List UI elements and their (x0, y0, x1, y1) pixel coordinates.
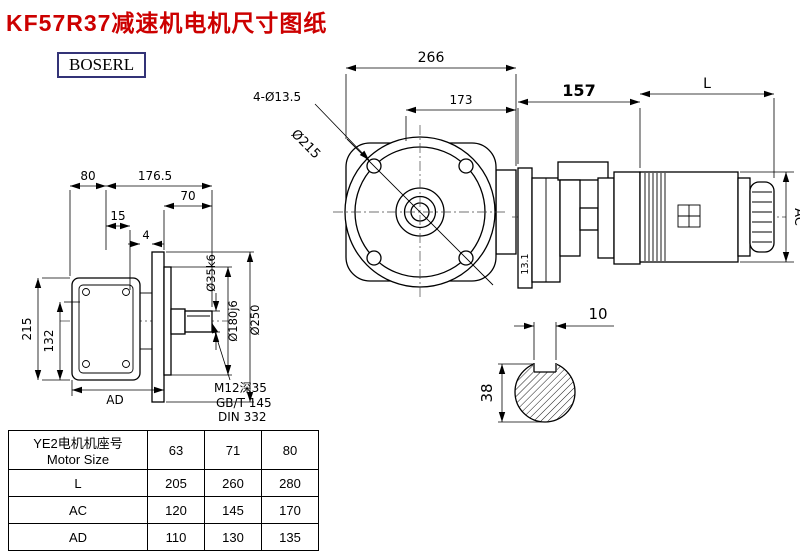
output-shaft (184, 310, 213, 333)
table-cell: 145 (204, 496, 262, 524)
row-label: L (8, 469, 148, 497)
dim-70-label: 70 (180, 189, 195, 203)
gear-housing-inner (78, 284, 134, 374)
motor-end-bell (737, 177, 751, 257)
table-cell: 170 (261, 496, 319, 524)
motor-flange (613, 171, 641, 265)
dim-shaft-dia-label: Ø35k6 (204, 254, 218, 292)
dim-157-label: 157 (562, 81, 595, 100)
dim-AD-label: AD (106, 393, 123, 407)
bolt-hole (366, 250, 382, 266)
table-row-AD: AD 110 130 135 (8, 523, 319, 551)
page-title: KF57R37减速机电机尺寸图纸 (6, 10, 328, 36)
dim-bolt-circle-label: Ø215 (288, 127, 323, 162)
std-note-2: DIN 332 (218, 410, 266, 424)
dim-L-label: L (703, 76, 711, 92)
boserl-logo: BOSERL (57, 52, 147, 78)
dim-L: L (640, 76, 775, 178)
dim-215v-label: 215 (20, 318, 34, 341)
dim-flange-dia-label: Ø250 (248, 304, 262, 335)
dim-266-label: 266 (418, 50, 445, 66)
size-63-cell: 63 (147, 430, 205, 470)
table-cell: 120 (147, 496, 205, 524)
dim-176-5-label: 176.5 (138, 169, 172, 183)
table-row-L: L 205 260 280 (8, 469, 319, 497)
output-flange (151, 251, 165, 403)
dim-132-label: 132 (42, 330, 56, 353)
dim-pilot-dia-label: Ø180j6 (226, 300, 240, 342)
dim-13-1-label: 13.1 (520, 253, 531, 274)
table-cell: 205 (147, 469, 205, 497)
dim-bolt-holes: 4-Ø13.5 (253, 90, 370, 161)
dim-15-label: 15 (110, 209, 125, 223)
motor-assembly (512, 161, 786, 289)
dim-15: 15 (106, 209, 131, 290)
bolt-circle-leader (346, 138, 494, 286)
dim-AC: AC (740, 171, 800, 263)
thread-note: M12深35 GB/T 145 DIN 332 (211, 322, 272, 424)
dim-132: 132 (42, 301, 80, 380)
coupling-disk-2 (597, 177, 615, 259)
dim-key-depth: 38 (478, 363, 545, 423)
shaft-section (514, 354, 576, 423)
table-cell: 130 (204, 523, 262, 551)
dim-80: 80 (69, 169, 107, 276)
row-label: AD (8, 523, 148, 551)
dim-pilot-dia: Ø180j6 (171, 266, 240, 376)
dim-157: 157 (517, 81, 641, 168)
dim-173: 173 (405, 93, 516, 141)
table-cell: 280 (261, 469, 319, 497)
dim-flange-dia: Ø250 (166, 251, 262, 403)
flange-pilot (163, 266, 172, 376)
bolt-hole (458, 158, 474, 174)
std-note-1: GB/T 145 (216, 396, 272, 410)
shaft-circle (403, 195, 437, 229)
dim-176-5: 176.5 (106, 169, 213, 307)
dim-AC-label: AC (791, 208, 800, 226)
dim-AD: AD (71, 380, 164, 407)
table-header-en: Motor Size (46, 452, 110, 467)
output-shaft-step (170, 308, 186, 335)
dim-4: 4 (128, 228, 164, 248)
table-cell: 110 (147, 523, 205, 551)
dim-key-depth-label: 38 (478, 383, 496, 402)
motor-size-table: YE2电机机座号 Motor Size 63 71 80 L 205 260 2… (8, 430, 319, 551)
coupling-disk (559, 179, 581, 257)
gear-housing (71, 277, 141, 381)
dim-bolt-holes-label: 4-Ø13.5 (253, 90, 301, 104)
dim-266: 266 (345, 50, 517, 166)
dim-key-width: 10 (514, 305, 614, 360)
coupling-shaft (579, 207, 599, 231)
table-cell: 260 (204, 469, 262, 497)
size-80-cell: 80 (261, 430, 319, 470)
dim-80-label: 80 (80, 169, 95, 183)
table-cell: 135 (261, 523, 319, 551)
dim-70: 70 (163, 189, 212, 250)
dim-4-label: 4 (142, 228, 149, 242)
front-view (333, 125, 517, 299)
table-row-AC: AC 120 145 170 (8, 496, 319, 524)
size-71-cell: 71 (204, 430, 262, 470)
table-header-row: YE2电机机座号 Motor Size 63 71 80 (8, 430, 319, 470)
row-label: AC (8, 496, 148, 524)
fan-cover (749, 181, 775, 253)
dim-key-width-label: 10 (588, 305, 607, 323)
table-header-cn: YE2电机机座号 (33, 436, 123, 451)
coupling-housing-top (557, 161, 609, 181)
dim-173-label: 173 (450, 93, 473, 107)
table-header-cell: YE2电机机座号 Motor Size (8, 430, 148, 470)
dim-215v: 215 (20, 277, 70, 381)
side-view (60, 251, 228, 403)
thread-note-label: M12深35 (214, 381, 267, 395)
